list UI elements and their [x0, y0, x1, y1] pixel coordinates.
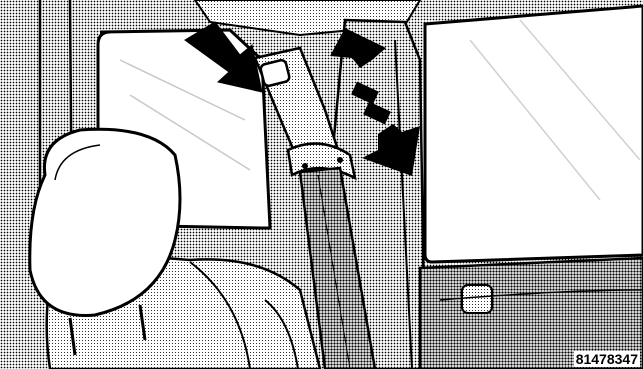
adjuster-release-button[interactable] [260, 59, 291, 87]
figure-id-label: 81478347 [574, 351, 640, 367]
guide-bolt [302, 163, 308, 169]
door-lock-knob [462, 285, 492, 313]
guide-bolt [337, 157, 343, 163]
side-window [425, 6, 643, 262]
